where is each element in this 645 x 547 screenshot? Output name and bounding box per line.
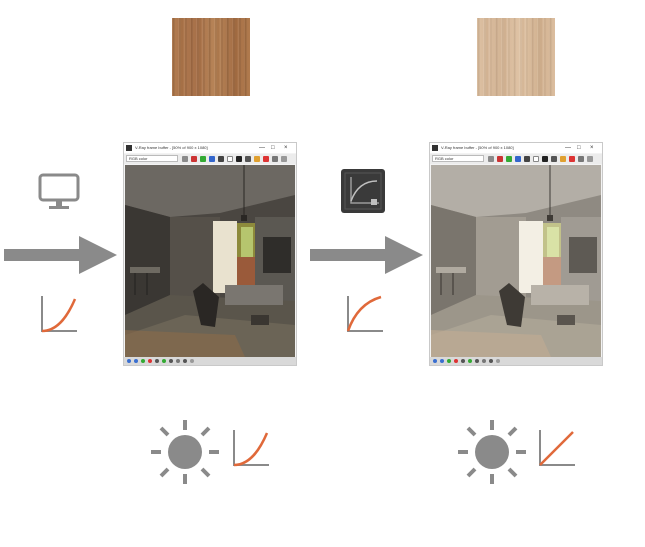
- status-icon[interactable]: [433, 359, 437, 363]
- toolbar-button[interactable]: [254, 156, 260, 162]
- status-icon[interactable]: [134, 359, 138, 363]
- arrow-head-left: [79, 236, 117, 274]
- status-icon[interactable]: [489, 359, 493, 363]
- close-button[interactable]: ×: [590, 145, 594, 151]
- status-icon[interactable]: [169, 359, 173, 363]
- curve-editor-icon: [344, 172, 382, 210]
- framebuffer-window-left: V-Ray frame buffer - [50% of 900 x 1080]…: [124, 143, 296, 365]
- framebuffer-titlebar: V-Ray frame buffer - [50% of 900 x 1080]…: [430, 143, 602, 153]
- status-icon[interactable]: [440, 359, 444, 363]
- gamma-curve-icon: [41, 296, 77, 333]
- status-icon[interactable]: [468, 359, 472, 363]
- wood-texture-dark-swatch: [172, 18, 250, 96]
- render-image-dark: [125, 165, 295, 357]
- status-icon[interactable]: [141, 359, 145, 363]
- toolbar-button[interactable]: [560, 156, 566, 162]
- toolbar-button[interactable]: [227, 156, 233, 162]
- toolbar-button[interactable]: [533, 156, 539, 162]
- gamma-curve-icon: [233, 430, 269, 467]
- toolbar-button[interactable]: [236, 156, 242, 162]
- status-icon[interactable]: [447, 359, 451, 363]
- status-icon[interactable]: [482, 359, 486, 363]
- toolbar-button[interactable]: [200, 156, 206, 162]
- toolbar-button[interactable]: [587, 156, 593, 162]
- status-icon[interactable]: [155, 359, 159, 363]
- minimize-button[interactable]: —: [565, 145, 571, 151]
- status-icon[interactable]: [176, 359, 180, 363]
- toolbar-button[interactable]: [506, 156, 512, 162]
- sun-icon: [151, 420, 219, 484]
- toolbar-button[interactable]: [515, 156, 521, 162]
- framebuffer-titlebar: V-Ray frame buffer - [50% of 900 x 1080]…: [124, 143, 296, 153]
- status-icon[interactable]: [162, 359, 166, 363]
- monitor-icon: [38, 173, 80, 209]
- toolbar-button[interactable]: [488, 156, 494, 162]
- toolbar-button[interactable]: [497, 156, 503, 162]
- vray-app-icon: [126, 145, 132, 151]
- maximize-button[interactable]: □: [271, 145, 275, 151]
- channel-select[interactable]: RGB color: [126, 155, 178, 162]
- arrow-shaft-left: [4, 249, 80, 261]
- toolbar-button[interactable]: [263, 156, 269, 162]
- toolbar-button[interactable]: [218, 156, 224, 162]
- status-icon[interactable]: [127, 359, 131, 363]
- linear-curve-icon: [539, 430, 575, 466]
- status-icon[interactable]: [148, 359, 152, 363]
- toolbar-button[interactable]: [272, 156, 278, 162]
- toolbar-button[interactable]: [542, 156, 548, 162]
- toolbar-button[interactable]: [209, 156, 215, 162]
- minimize-button[interactable]: —: [259, 145, 265, 151]
- toolbar-button[interactable]: [569, 156, 575, 162]
- arrow-shaft-right: [310, 249, 386, 261]
- framebuffer-title: V-Ray frame buffer - [50% of 900 x 1080]: [135, 145, 208, 150]
- framebuffer-statusbar: [124, 357, 296, 365]
- status-icon[interactable]: [190, 359, 194, 363]
- curve-editor-button[interactable]: [341, 169, 385, 213]
- status-icon[interactable]: [183, 359, 187, 363]
- arrow-head-right: [385, 236, 423, 274]
- render-image-light: [431, 165, 601, 357]
- status-icon[interactable]: [496, 359, 500, 363]
- toolbar-button[interactable]: [191, 156, 197, 162]
- toolbar-button[interactable]: [281, 156, 287, 162]
- framebuffer-statusbar: [430, 357, 602, 365]
- close-button[interactable]: ×: [284, 145, 288, 151]
- channel-select[interactable]: RGB color: [432, 155, 484, 162]
- gamma-curve-icon: [346, 295, 383, 332]
- sun-icon: [458, 420, 526, 484]
- status-icon[interactable]: [461, 359, 465, 363]
- toolbar-button[interactable]: [524, 156, 530, 162]
- framebuffer-title: V-Ray frame buffer - [50% of 900 x 1080]: [441, 145, 514, 150]
- framebuffer-toolbar: RGB color: [430, 154, 602, 164]
- toolbar-button[interactable]: [578, 156, 584, 162]
- maximize-button[interactable]: □: [577, 145, 581, 151]
- vray-app-icon: [432, 145, 438, 151]
- toolbar-button[interactable]: [551, 156, 557, 162]
- toolbar-button[interactable]: [245, 156, 251, 162]
- framebuffer-toolbar: RGB color: [124, 154, 296, 164]
- status-icon[interactable]: [475, 359, 479, 363]
- toolbar-button[interactable]: [182, 156, 188, 162]
- wood-texture-light-swatch: [477, 18, 555, 96]
- framebuffer-window-right: V-Ray frame buffer - [50% of 900 x 1080]…: [430, 143, 602, 365]
- status-icon[interactable]: [454, 359, 458, 363]
